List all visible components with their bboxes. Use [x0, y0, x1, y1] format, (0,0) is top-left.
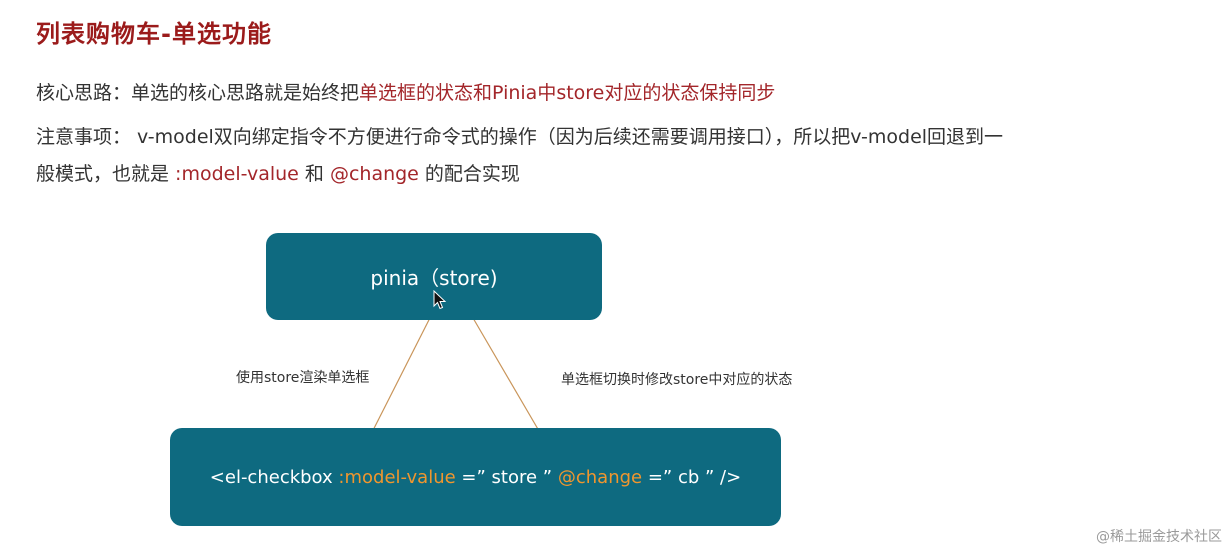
code-attr-change: @change — [557, 466, 643, 488]
core-idea-text: 单选的核心思路就是始终把 — [131, 82, 360, 104]
note-line2-mid: 和 — [298, 163, 330, 185]
code-attr-model-value: :model-value — [338, 466, 456, 488]
note-line1-text: v-model双向绑定指令不方便进行命令式的操作（因为后续还需要调用接口），所以… — [131, 126, 1004, 148]
update-arrow-label: 单选框切换时修改store中对应的状态 — [561, 372, 793, 388]
core-idea-highlight: 单选框的状态和Pinia中store对应的状态保持同步 — [359, 82, 776, 104]
code-value-store: =” store ” — [455, 466, 558, 488]
core-idea-paragraph: 核心思路：单选的核心思路就是始终把单选框的状态和Pinia中store对应的状态… — [36, 76, 775, 110]
note-line2-before: 般模式，也就是 — [36, 163, 176, 185]
note-line2-after: 的配合实现 — [418, 163, 520, 185]
mouse-pointer-icon — [433, 290, 447, 310]
note-paragraph-line2: 般模式，也就是 :model-value 和 @change 的配合实现 — [36, 157, 520, 191]
el-checkbox-code-box: <el-checkbox :model-value =” store ” @ch… — [170, 428, 781, 526]
note-code-change: @change — [329, 163, 419, 185]
code-tag-open: <el-checkbox — [209, 466, 339, 488]
watermark: @稀土掘金技术社区 — [1096, 529, 1222, 545]
code-value-cb: =” cb ” /> — [642, 466, 742, 488]
core-idea-label: 核心思路： — [36, 82, 132, 104]
pinia-store-label: pinia（store) — [370, 266, 498, 290]
slide-title: 列表购物车-单选功能 — [36, 20, 272, 48]
render-arrow-label: 使用store渲染单选框 — [236, 370, 370, 386]
note-label: 注意事项： — [36, 126, 132, 148]
note-code-model-value: :model-value — [175, 163, 299, 185]
note-paragraph-line1: 注意事项： v-model双向绑定指令不方便进行命令式的操作（因为后续还需要调用… — [36, 120, 1003, 154]
